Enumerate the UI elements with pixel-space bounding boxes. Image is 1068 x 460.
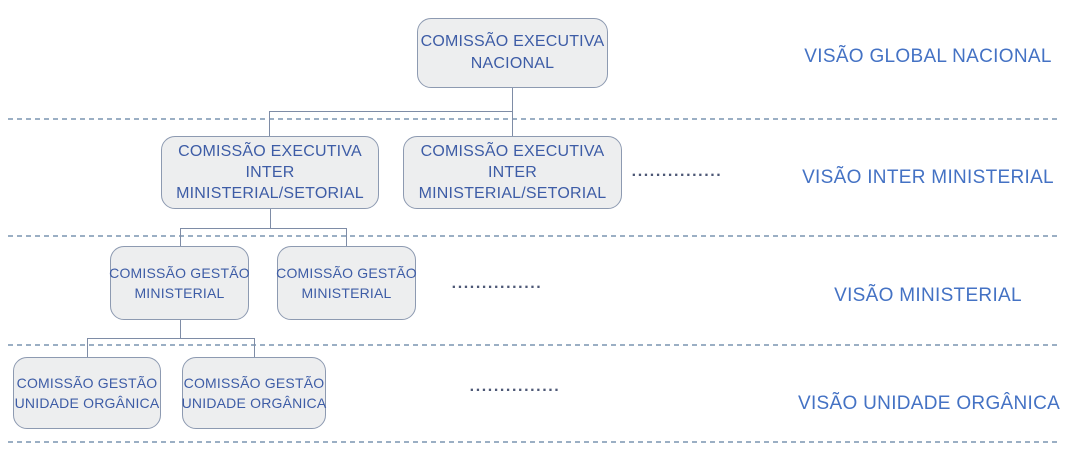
connector-level4-branch (87, 338, 254, 340)
connector-ministerial1-down (180, 320, 182, 338)
connector-inter1-up (269, 111, 271, 137)
connector-national-down (512, 88, 514, 111)
connector-unidade2-up (254, 338, 256, 358)
connector-inter1-down (270, 209, 272, 228)
node-comissao-gestao-ministerial-2: COMISSÃO GESTÃO MINISTERIAL (276, 246, 417, 320)
connector-ministerial1-up (180, 228, 182, 247)
node-text-line: UNIDADE ORGÂNICA (181, 395, 327, 411)
node-text-line: MINISTERIAL/SETORIAL (418, 185, 607, 202)
connector-level3-branch (180, 228, 347, 230)
connector-unidade1-up (87, 338, 89, 358)
connector-inter2-up (512, 111, 514, 137)
level-separator-3 (8, 344, 1060, 346)
node-comissao-executiva-inter-2: COMISSÃO EXECUTIVA INTER MINISTERIAL/SET… (403, 136, 622, 209)
node-text-line: INTER (488, 164, 537, 181)
node-text-line: COMISSÃO GESTÃO (109, 265, 250, 281)
connector-level2-branch (269, 111, 513, 113)
node-comissao-executiva-nacional: COMISSÃO EXECUTIVA NACIONAL (417, 18, 608, 88)
node-text-line: COMISSÃO EXECUTIVA (420, 33, 605, 50)
node-text-line: INTER (245, 164, 295, 181)
node-comissao-gestao-unidade-organica-1: COMISSÃO GESTÃO UNIDADE ORGÂNICA (13, 357, 161, 429)
level-label-visao-inter-ministerial: VISÃO INTER MINISTERIAL (802, 167, 1054, 188)
node-text-line: COMISSÃO GESTÃO (183, 375, 325, 391)
node-comissao-gestao-unidade-organica-2: COMISSÃO GESTÃO UNIDADE ORGÂNICA (182, 357, 326, 429)
node-text-line: COMISSÃO EXECUTIVA (420, 143, 605, 160)
level-separator-1 (8, 118, 1060, 120)
level-separator-4 (8, 441, 1060, 443)
ellipsis-dots-inter-level: ............... (631, 163, 723, 180)
node-text-line: COMISSÃO GESTÃO (16, 375, 158, 391)
ellipsis-dots-unidade-level: ............... (469, 378, 561, 395)
node-text-line: MINISTERIAL (134, 285, 225, 301)
node-text-line: MINISTERIAL/SETORIAL (176, 185, 364, 202)
node-text-line: NACIONAL (470, 55, 555, 72)
level-separator-2 (8, 235, 1060, 237)
node-comissao-gestao-ministerial-1: COMISSÃO GESTÃO MINISTERIAL (109, 246, 250, 320)
node-text-line: MINISTERIAL (301, 285, 392, 301)
connector-ministerial2-up (346, 228, 348, 247)
ellipsis-dots-ministerial-level: ............... (451, 275, 543, 292)
level-label-visao-ministerial: VISÃO MINISTERIAL (834, 285, 1022, 306)
node-text-line: UNIDADE ORGÂNICA (14, 395, 160, 411)
node-text-line: COMISSÃO GESTÃO (276, 265, 417, 281)
node-text-line: COMISSÃO EXECUTIVA (178, 143, 362, 160)
level-label-visao-unidade-organica: VISÃO UNIDADE ORGÂNICA (798, 393, 1061, 414)
node-comissao-executiva-inter-1: COMISSÃO EXECUTIVA INTER MINISTERIAL/SET… (161, 136, 379, 209)
level-label-visao-global-nacional: VISÃO GLOBAL NACIONAL (804, 46, 1052, 67)
